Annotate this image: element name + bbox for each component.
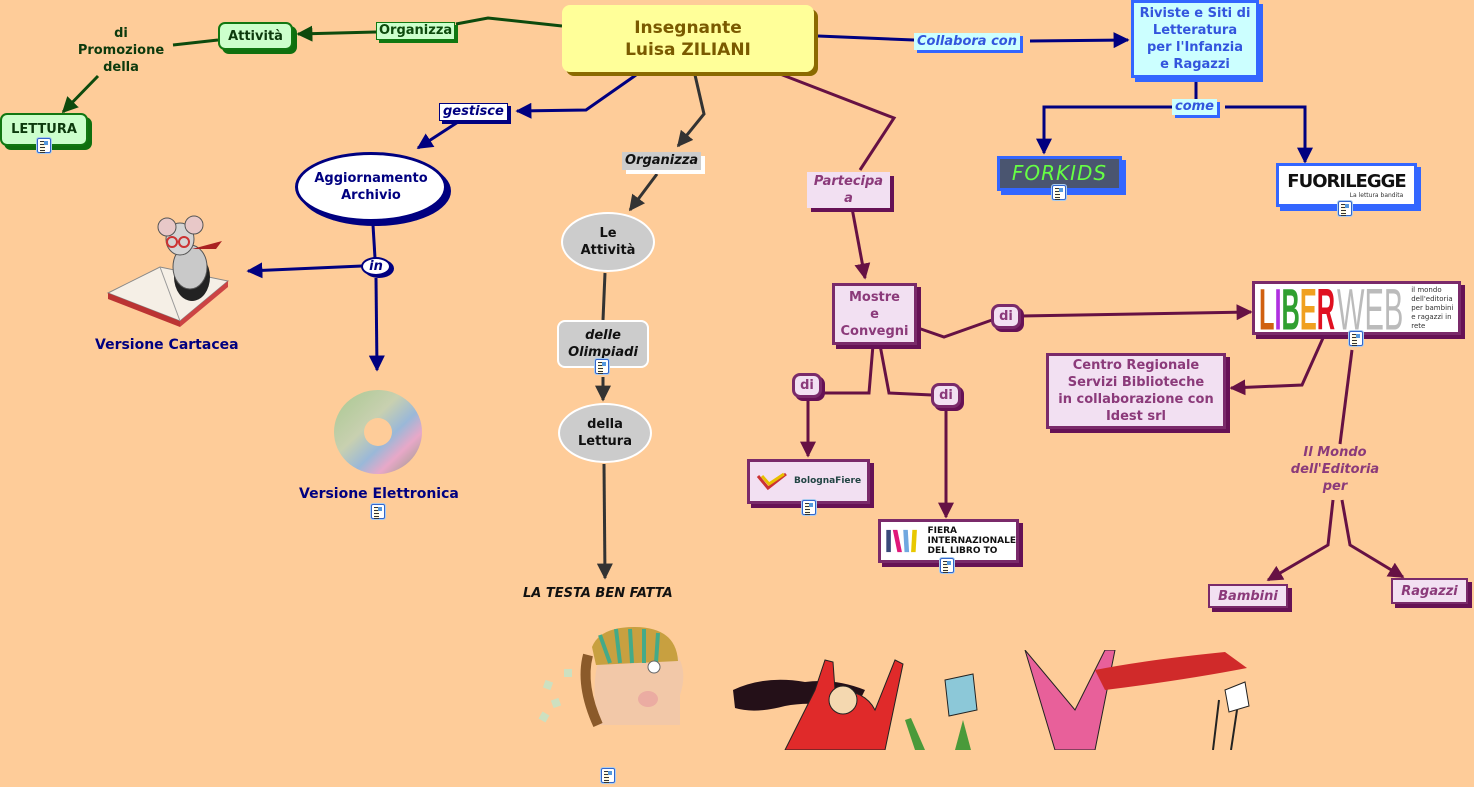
link-label-di-3: di — [991, 304, 1021, 329]
link-root-partecipa — [779, 72, 897, 171]
resource-icon[interactable] — [802, 500, 816, 515]
node-delle-olimpiadi[interactable]: delle Olimpiadi — [557, 320, 649, 368]
link-organizza2-attivita — [628, 173, 659, 212]
link-editoria-bambini — [1266, 499, 1335, 582]
link-label-come: come — [1172, 99, 1217, 115]
fiera-line-2: INTERNAZIONALE — [927, 536, 1016, 546]
link-archivio-in — [371, 224, 377, 259]
node-fuorilegge[interactable]: FUORILEGGE La lettura bandita — [1276, 163, 1417, 207]
link-mostre-di1 — [822, 344, 875, 395]
link-liberweb-centro — [1229, 337, 1325, 396]
node-ragazzi[interactable]: Ragazzi — [1391, 578, 1468, 604]
link-root-organizza — [455, 16, 563, 28]
node-della-lettura[interactable]: della Lettura — [558, 403, 652, 463]
resource-icon[interactable] — [940, 558, 954, 573]
mouse-reading-book-image — [100, 215, 235, 335]
fiera-libro-text: FIERA INTERNAZIONALE DEL LIBRO TO — [927, 526, 1016, 556]
head-with-library-image — [530, 625, 685, 733]
fiera-line-1: FIERA — [927, 526, 958, 536]
root-node-teacher[interactable]: Insegnante Luisa ZILIANI — [562, 5, 814, 72]
link-label-in: in — [361, 257, 391, 276]
liberweb-logo-icon: LIBER WEB — [1259, 284, 1403, 332]
node-la-testa-ben-fatta[interactable]: LA TESTA BEN FATTA — [523, 586, 673, 601]
fiera-libro-stripes-icon — [886, 529, 917, 553]
link-label-organizza-2: Organizza — [622, 152, 702, 170]
node-le-attivita[interactable]: Le Attività — [561, 212, 655, 272]
node-mostre-e-convegni[interactable]: Mostre e Convegni — [832, 283, 917, 345]
node-fiera-libro-torino[interactable]: FIERA INTERNAZIONALE DEL LIBRO TO — [878, 519, 1019, 563]
link-lettura-testa — [596, 463, 613, 580]
link-label-organizza: Organizza — [376, 22, 456, 40]
link-editoria-ragazzi — [1340, 499, 1405, 579]
node-versione-cartacea[interactable]: Versione Cartacea — [95, 337, 239, 353]
node-aggiornamento-archivio[interactable]: Aggiornamento Archivio — [295, 152, 447, 222]
link-label-editoria: Il Mondo dell'Editoria per — [1290, 445, 1380, 494]
link-collabora-riviste — [1029, 32, 1130, 49]
link-attivita-promozione — [172, 38, 219, 47]
liberweb-tagline: il mondo dell'editoria per bambini e rag… — [1411, 285, 1454, 330]
resource-icon[interactable] — [371, 504, 385, 519]
link-label-partecipa-a: Partecipa a — [807, 172, 890, 208]
link-in-elettronica — [368, 277, 385, 372]
link-label-gestisce: gestisce — [439, 103, 508, 121]
node-bolognafiere[interactable]: BolognaFiere — [747, 459, 870, 504]
link-label-collabora-con: Collabora con — [914, 33, 1020, 50]
resource-icon[interactable] — [37, 138, 51, 153]
link-di3-liberweb — [1020, 304, 1253, 321]
resource-icon[interactable] — [601, 768, 615, 783]
link-come-forkids — [1036, 105, 1172, 155]
link-in-cartacea — [246, 262, 363, 279]
link-liberweb-editoria — [1338, 349, 1354, 445]
link-label-di-2: di — [931, 383, 961, 408]
node-versione-elettronica[interactable]: Versione Elettronica — [299, 486, 459, 502]
node-liberweb[interactable]: LIBER WEB il mondo dell'editoria per bam… — [1252, 281, 1461, 335]
link-attivita-olimpiadi — [601, 272, 607, 321]
link-label-di-1: di — [792, 373, 822, 398]
node-attivita[interactable]: Attività — [218, 22, 293, 50]
link-root-organizza2 — [676, 74, 706, 148]
link-root-gestisce — [515, 73, 637, 119]
resource-icon[interactable] — [1052, 185, 1066, 200]
resource-icon[interactable] — [1338, 201, 1352, 216]
link-promozione-lettura — [61, 74, 100, 114]
link-gestisce-archivio — [416, 120, 459, 150]
fiera-line-3: DEL LIBRO TO — [927, 546, 998, 556]
link-label-promozione: di Promozione della — [77, 26, 165, 75]
node-riviste-e-siti[interactable]: Riviste e Siti di Letteratura per l'Infa… — [1131, 0, 1259, 78]
fuorilegge-tagline: La lettura bandita — [1349, 192, 1404, 199]
svg-text:WEB: WEB — [1337, 284, 1403, 332]
link-organizza-attivita — [296, 25, 377, 42]
link-root-collabora — [817, 34, 915, 42]
cd-disc-image — [330, 385, 426, 477]
node-centro-regionale[interactable]: Centro Regionale Servizi Biblioteche in … — [1046, 353, 1226, 429]
bolognafiere-logo-text: BolognaFiere — [793, 476, 862, 486]
svg-text:LIBER: LIBER — [1259, 284, 1335, 332]
fuorilegge-logo-text: FUORILEGGE — [1287, 171, 1406, 192]
node-bambini[interactable]: Bambini — [1208, 584, 1288, 608]
children-reading-banner-image — [725, 649, 1265, 751]
resource-icon[interactable] — [1349, 331, 1363, 346]
link-mostre-di2 — [878, 344, 933, 397]
bolognafiere-logo-icon — [756, 472, 787, 490]
link-come-fuorilegge — [1225, 105, 1313, 164]
resource-icon[interactable] — [595, 359, 609, 374]
link-partecipa-mostre — [850, 207, 871, 280]
link-mostre-di3 — [917, 318, 993, 339]
